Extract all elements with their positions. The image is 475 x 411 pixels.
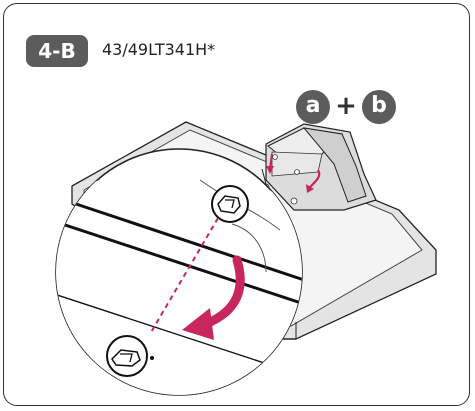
part-a-badge: a <box>296 90 330 124</box>
instruction-panel: 4-B 43/49LT341H* a + b <box>3 3 470 406</box>
arrow-down-curved <box>182 255 245 340</box>
part-b-badge: b <box>362 90 396 124</box>
dashed-guide-line <box>149 217 219 335</box>
assembly-illustration <box>55 121 437 396</box>
zoom-target-circle <box>211 185 249 223</box>
screw-slot <box>106 335 154 377</box>
plus-sign: + <box>335 91 357 121</box>
step-badge: 4-B <box>26 35 88 67</box>
model-number: 43/49LT341H* <box>102 40 216 59</box>
